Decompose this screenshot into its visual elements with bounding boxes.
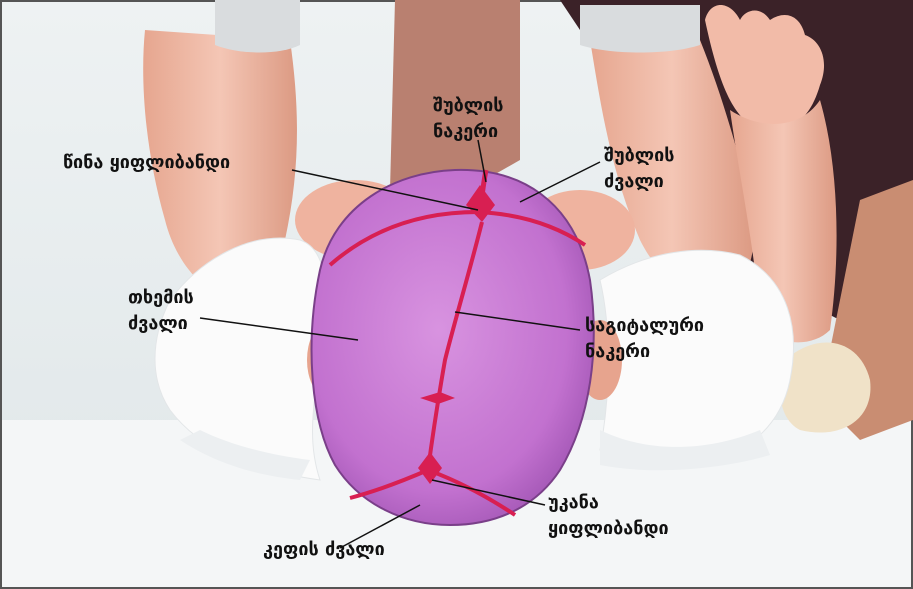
right-sleeve-cuff [580, 5, 700, 53]
label-line: ნაკერი [585, 339, 704, 365]
skull-outline [312, 170, 594, 525]
label-line: საგიტალური [585, 313, 704, 339]
label-line: ყიფლიბანდი [548, 516, 669, 542]
label-anterior-fontanelle: წინა ყიფლიბანდი [63, 150, 230, 176]
label-line: თხემის [128, 285, 194, 311]
label-frontal-suture: შუბლის ნაკერი [433, 93, 503, 145]
label-line: ძვალი [604, 169, 674, 195]
label-occipital-bone: კეფის ძვალი [263, 537, 385, 563]
label-parietal-bone: თხემის ძვალი [128, 285, 194, 337]
label-line: შუბლის [433, 93, 503, 119]
label-line: წინა ყიფლიბანდი [63, 150, 230, 176]
left-sleeve-cuff [215, 0, 300, 53]
label-line: შუბლის [604, 143, 674, 169]
label-frontal-bone: შუბლის ძვალი [604, 143, 674, 195]
label-line: კეფის ძვალი [263, 537, 385, 563]
label-posterior-fontanelle: უკანა ყიფლიბანდი [548, 490, 669, 542]
label-sagittal-suture: საგიტალური ნაკერი [585, 313, 704, 365]
label-line: ძვალი [128, 311, 194, 337]
label-line: უკანა [548, 490, 669, 516]
label-line: ნაკერი [433, 119, 503, 145]
